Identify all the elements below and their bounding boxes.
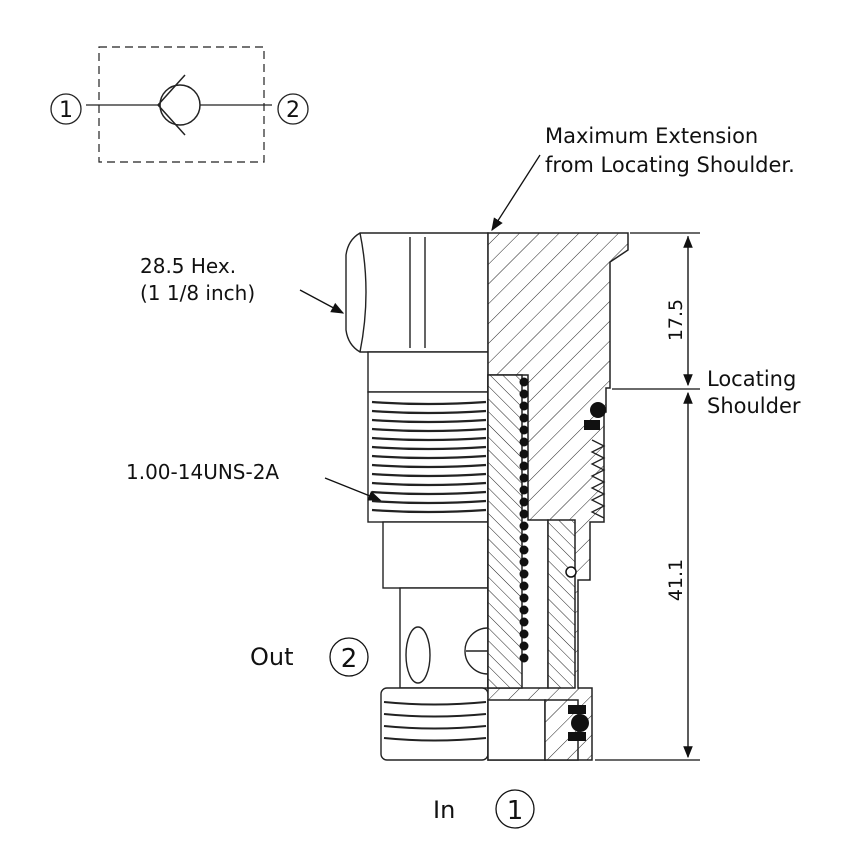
bottom-seal — [380, 687, 489, 761]
thread-crest — [371, 436, 487, 442]
seat-block — [487, 699, 546, 761]
valve-seat-icon — [156, 74, 186, 136]
spring-coil — [519, 509, 529, 519]
upper-o-ring-icon — [590, 402, 606, 418]
section-thread-profile — [590, 439, 606, 519]
hex-label-line1: 28.5 Hex. — [140, 254, 236, 278]
seal-ridge — [383, 737, 487, 742]
spring-coil — [519, 377, 529, 387]
spring-coil — [519, 389, 529, 399]
port-2-label: 2 — [286, 98, 300, 123]
dimension-upper-label: 17.5 — [665, 299, 687, 341]
spring-coil — [519, 533, 529, 543]
thread-crest — [371, 490, 487, 496]
spring-core — [487, 374, 523, 689]
check-ball-icon — [159, 84, 201, 126]
seal-ridge — [383, 701, 487, 706]
hex-head — [345, 232, 489, 353]
port-2-circle — [277, 93, 309, 125]
spring-coil — [519, 413, 529, 423]
spring-coil — [519, 593, 529, 603]
port-1-circle — [50, 93, 82, 125]
spring-coil — [519, 521, 529, 531]
thread-crest — [371, 445, 487, 451]
neck — [367, 351, 489, 393]
thread-crest — [371, 409, 487, 415]
locating-shoulder-label-line1: Locating — [707, 367, 796, 391]
guide-sleeve — [547, 519, 576, 689]
spring-coil — [519, 617, 529, 627]
spring-coil — [519, 629, 529, 639]
out-label: Out — [250, 643, 294, 671]
seal-ridge — [383, 725, 487, 730]
spring-coil — [519, 653, 529, 663]
spring-coil — [519, 485, 529, 495]
mid-o-ring-icon — [565, 566, 577, 578]
in-label: In — [433, 796, 455, 824]
leader-lines — [299, 154, 541, 501]
thread-crest — [371, 508, 487, 514]
thread-lines — [371, 400, 487, 514]
valve-exterior-view — [345, 232, 489, 761]
thread-crest — [371, 418, 487, 424]
seal-ridge — [383, 713, 487, 718]
spring-coil — [519, 401, 529, 411]
check-valve-schematic: 1 2 — [50, 46, 309, 163]
lower-body — [382, 521, 489, 589]
thread-crest — [371, 481, 487, 487]
thread-crest — [371, 427, 487, 433]
thread-crest — [371, 454, 487, 460]
spring-coil — [519, 569, 529, 579]
max-extension-label-line1: Maximum Extension — [545, 124, 758, 148]
port-1-label: 1 — [59, 98, 73, 123]
max-extension-label-line2: from Locating Shoulder. — [545, 153, 795, 177]
locating-shoulder-label-line2: Shoulder — [707, 394, 801, 418]
spring-coil — [519, 497, 529, 507]
spring-coil — [519, 425, 529, 435]
lower-o-ring-icon — [571, 714, 589, 732]
thread-crest — [371, 472, 487, 478]
spring-coil — [519, 461, 529, 471]
spring-coils — [519, 377, 529, 663]
spring-coil — [519, 557, 529, 567]
hex-label-line2: (1 1/8 inch) — [140, 281, 255, 305]
in-port-number: 1 — [507, 796, 524, 826]
thread-spec-label: 1.00-14UNS-2A — [126, 460, 279, 484]
spring-coil — [519, 449, 529, 459]
out-port-circle — [329, 637, 369, 677]
dimension-lower-label: 41.1 — [665, 559, 687, 601]
spring-coil — [519, 605, 529, 615]
in-port-circle — [495, 789, 535, 829]
thread-crest — [371, 499, 487, 505]
out-port-number: 2 — [341, 644, 358, 674]
thread-crest — [371, 463, 487, 469]
spring-coil — [519, 641, 529, 651]
o-ring-seals — [565, 402, 606, 741]
dimension-lines — [595, 232, 700, 761]
side-port-hole — [405, 626, 431, 684]
spring-coil — [519, 581, 529, 591]
valve-section-view — [487, 232, 629, 761]
thread-crest — [371, 400, 487, 406]
spring-coil — [519, 545, 529, 555]
spring-coil — [519, 437, 529, 447]
seal-ridges — [383, 701, 487, 742]
spring-coil — [519, 473, 529, 483]
